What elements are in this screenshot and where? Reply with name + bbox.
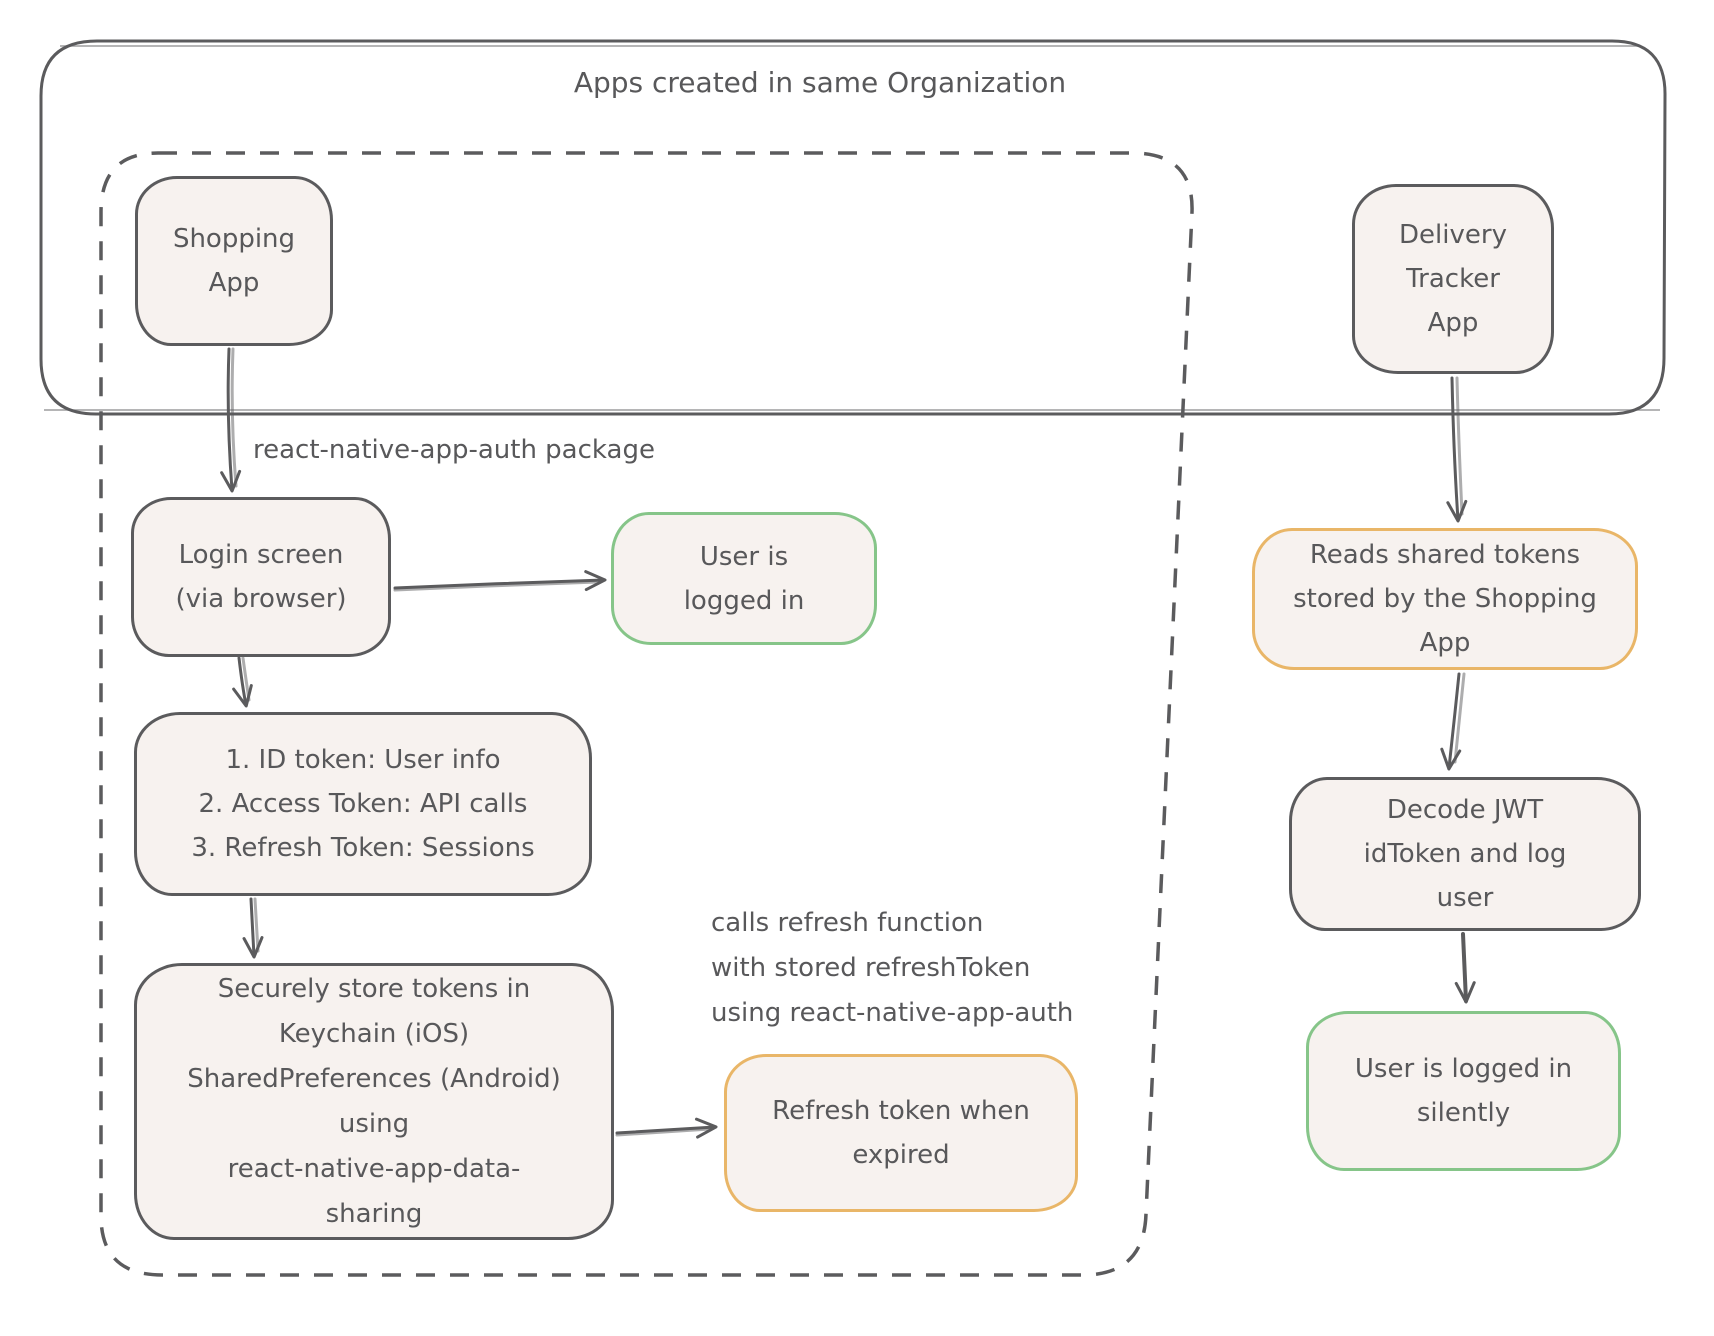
shopping-flow-dashed-frame bbox=[99, 151, 1194, 1277]
node-reads-shared-tokens: Reads shared tokens stored by the Shoppi… bbox=[1252, 528, 1638, 670]
arrow-tokens-to-store bbox=[242, 897, 264, 959]
arrow-login-to-logged-in bbox=[393, 570, 607, 592]
arrow-shopping-to-login bbox=[220, 347, 242, 493]
node-delivery-tracker-app: Delivery Tracker App bbox=[1352, 184, 1554, 374]
arrow-reads-to-decode bbox=[1440, 672, 1466, 771]
node-login-screen: Login screen (via browser) bbox=[131, 497, 391, 657]
arrow-login-to-tokens bbox=[232, 656, 253, 708]
node-refresh-token-expired: Refresh token when expired bbox=[724, 1054, 1078, 1212]
arrow-delivery-to-reads bbox=[1446, 376, 1468, 523]
node-decode-jwt: Decode JWT idToken and log user bbox=[1289, 777, 1641, 931]
edge-label-refresh-note: calls refresh function with stored refre… bbox=[711, 908, 1074, 1028]
node-token-list: 1. ID token: User info 2. Access Token: … bbox=[134, 712, 592, 896]
node-user-logged-in: User is logged in bbox=[611, 512, 877, 645]
node-shopping-app: Shopping App bbox=[135, 176, 333, 346]
arrow-decode-to-silent bbox=[1454, 932, 1476, 1004]
org-container-frame bbox=[39, 39, 1667, 416]
node-secure-store: Securely store tokens in Keychain (iOS) … bbox=[134, 963, 614, 1240]
org-container-frame-echo bbox=[44, 45, 1660, 411]
edge-label-auth-package: react-native-app-auth package bbox=[253, 435, 655, 465]
org-container-title: Apps created in same Organization bbox=[573, 66, 1067, 99]
arrow-store-to-refresh bbox=[615, 1117, 718, 1139]
node-silent-login: User is logged in silently bbox=[1306, 1011, 1621, 1171]
